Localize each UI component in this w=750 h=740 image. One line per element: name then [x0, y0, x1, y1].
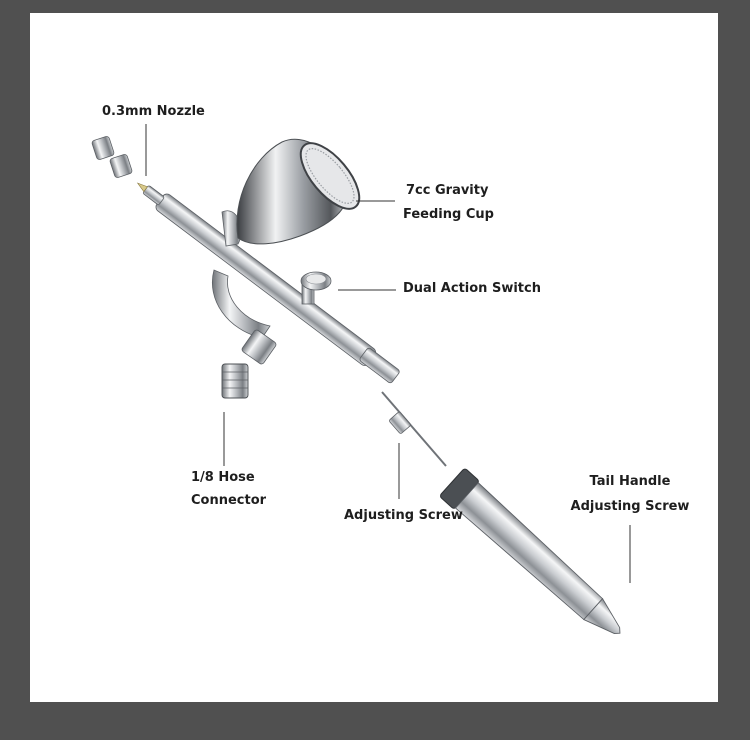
- hose-connector-part: [212, 269, 277, 399]
- switch-label: Dual Action Switch: [403, 281, 541, 296]
- nozzle-part: [91, 136, 133, 178]
- hose-label-line2: Connector: [191, 493, 267, 508]
- cup-label-line2: Feeding Cup: [403, 207, 494, 222]
- adjusting-screw-label: Adjusting Screw: [344, 508, 463, 523]
- nozzle-label: 0.3mm Nozzle: [102, 104, 205, 119]
- airbrush-body: [136, 182, 400, 384]
- gravity-cup-part: [221, 138, 361, 247]
- cup-label-line1: 7cc Gravity: [406, 183, 489, 198]
- tail-label-line2: Adjusting Screw: [570, 499, 690, 514]
- tail-handle-part: [440, 468, 621, 634]
- tail-label-line1: Tail Handle: [589, 474, 671, 489]
- dual-action-switch-part: [300, 271, 332, 305]
- adjusting-screw-part: [381, 391, 447, 467]
- hose-label-line1: 1/8 Hose: [191, 470, 255, 485]
